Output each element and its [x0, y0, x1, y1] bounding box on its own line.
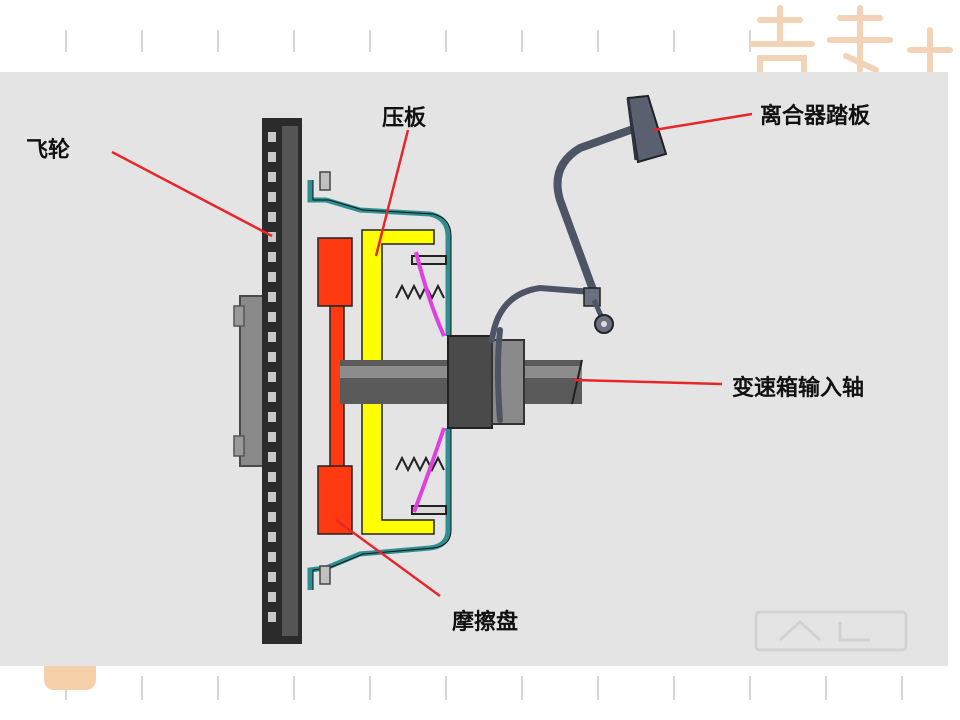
- label-friction-disc: 摩擦盘: [452, 610, 519, 635]
- release-fork: [489, 284, 595, 423]
- pressure-plate: [361, 229, 435, 535]
- spring-bottom: [395, 455, 447, 515]
- label-pressure-plate: 压板: [382, 106, 427, 131]
- flywheel: [262, 118, 302, 644]
- leader-flywheel: [111, 150, 273, 238]
- leader-clutch-pedal: [653, 112, 753, 132]
- clutch-cover: [307, 180, 451, 590]
- release-lever-bottom: [412, 427, 446, 513]
- label-clutch-pedal: 离合器踏板: [760, 104, 871, 129]
- leader-pressure-plate: [374, 129, 410, 257]
- release-lever-top: [414, 251, 446, 337]
- friction-disc: [317, 237, 353, 535]
- leader-friction-disc: [335, 518, 441, 598]
- clutch-pedal-linkage: [553, 124, 640, 334]
- panel-watermark: [754, 610, 908, 652]
- label-flywheel: 飞轮: [26, 138, 71, 163]
- leader-input-shaft: [573, 378, 723, 386]
- spring-top: [395, 255, 447, 301]
- release-bearing: [447, 335, 525, 429]
- label-input-shaft: 变速箱输入轴: [732, 376, 865, 401]
- leader-lines: [111, 112, 753, 598]
- flywheel-hub: [233, 295, 267, 467]
- clutch-pedal: [626, 94, 668, 164]
